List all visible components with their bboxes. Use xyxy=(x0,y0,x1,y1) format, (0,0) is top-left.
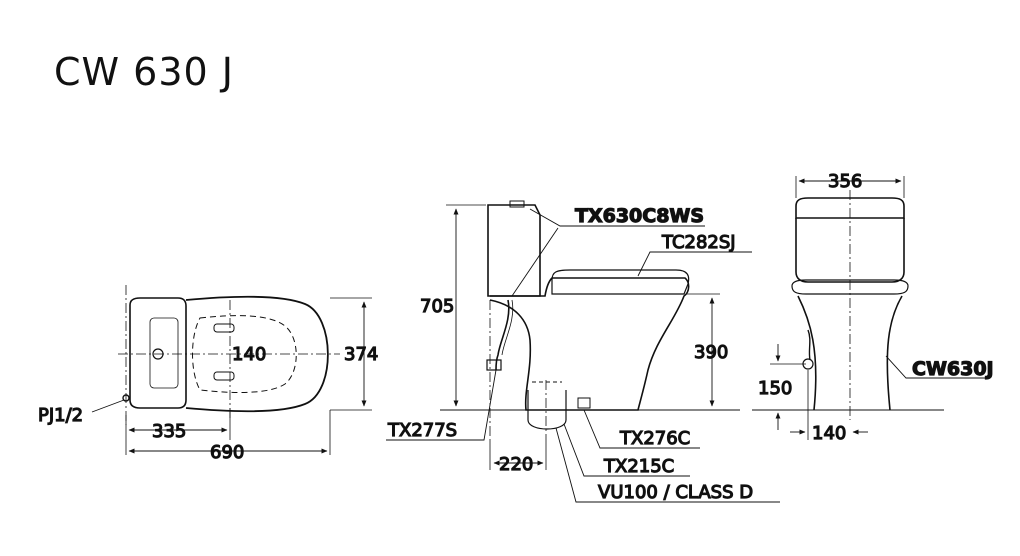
total-height-dimension: 705 xyxy=(420,296,454,317)
side-view xyxy=(386,200,780,503)
seat-part-label: TC282SJ xyxy=(661,232,736,253)
plan-view xyxy=(91,285,372,455)
flange-part-label: TX276C xyxy=(619,428,690,449)
front-view xyxy=(752,176,988,440)
class-label: VU100 / CLASS D xyxy=(598,482,753,503)
rough-in-dimension: 220 xyxy=(499,454,533,475)
supply-point-label: PJ1/2 xyxy=(38,405,83,426)
page-title: CW 630 J xyxy=(54,50,235,94)
outlet-part-label: TX215C xyxy=(603,456,674,477)
supply-height-dimension: 150 xyxy=(758,378,792,399)
plan-bolt-dimension: 140 xyxy=(232,344,266,365)
plan-length-dimension: 690 xyxy=(210,442,244,463)
model-label: CW630J xyxy=(912,358,994,380)
plan-offset-dimension: 335 xyxy=(152,421,186,442)
supply-offset-dimension: 140 xyxy=(812,423,846,444)
front-width-dimension: 356 xyxy=(828,171,862,192)
plan-width-dimension: 374 xyxy=(344,344,378,365)
fitting-part-label: TX630C8WS xyxy=(575,205,704,227)
seat-height-dimension: 390 xyxy=(694,342,728,363)
supply-hose-label: TX277S xyxy=(387,420,457,441)
